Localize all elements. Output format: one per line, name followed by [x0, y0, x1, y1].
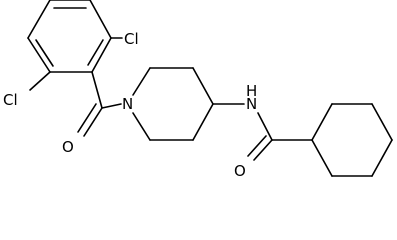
- atom-cl-top: Cl: [124, 30, 139, 48]
- left-carbonyl-double-bond: [77, 103, 103, 137]
- bond-cl-left: [29, 71, 51, 91]
- bond-carbonyl-n: [101, 103, 122, 109]
- atom-o-right: O: [234, 162, 246, 180]
- structure-diagram: Cl Cl O N N H O: [3, 0, 393, 180]
- right-carbonyl-double-bond: [247, 135, 273, 161]
- benzene-ring: [27, 0, 112, 73]
- atom-h-amide: H: [246, 82, 257, 100]
- bond-nh-carbonyl: [257, 112, 273, 141]
- molecule-drawing: Cl Cl O N N H O: [3, 0, 393, 180]
- bond-aryl-carbonyl: [91, 71, 103, 109]
- atom-o-left: O: [62, 138, 74, 156]
- cyclohexane-ring: [311, 103, 393, 177]
- piperidine-ring: [132, 67, 214, 141]
- atom-cl-left: Cl: [3, 91, 18, 109]
- atom-n-amide: N: [246, 95, 257, 113]
- atom-n-piperidine: N: [122, 95, 133, 113]
